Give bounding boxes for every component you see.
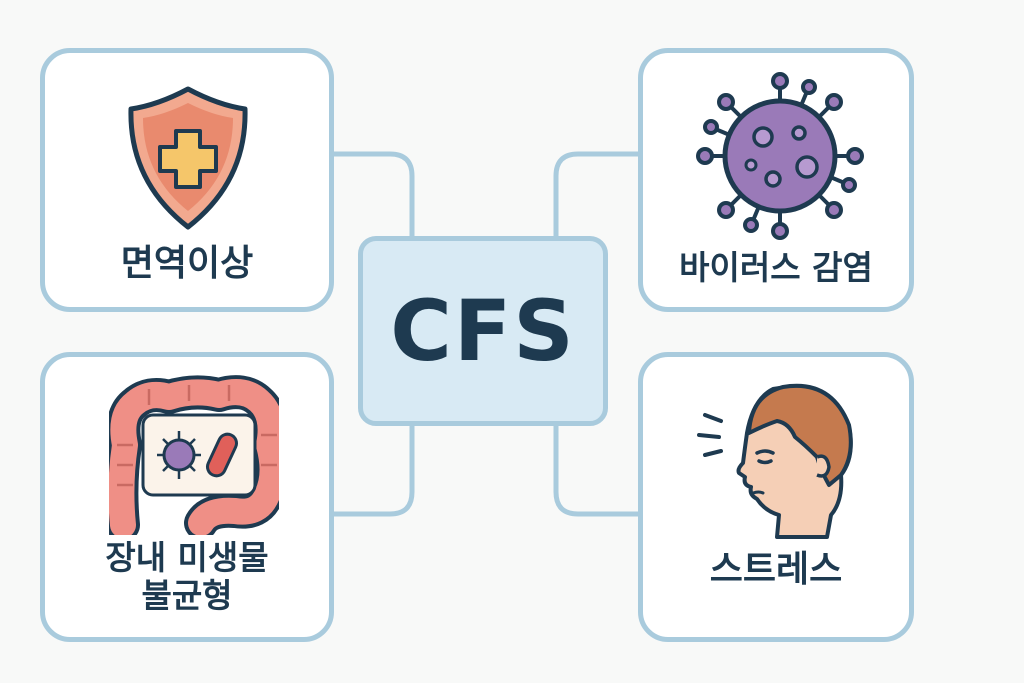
virus-icon	[696, 72, 864, 240]
factor-card-immune: 면역이상	[40, 48, 334, 312]
factor-card-virus: 바이러스 감염	[638, 48, 914, 312]
center-node: CFS	[358, 236, 608, 426]
factor-card-microbiome: 장내 미생물 불균형	[40, 352, 334, 642]
shield-cross-icon	[128, 86, 248, 230]
connector-virus	[553, 151, 641, 239]
stressed-head-icon	[697, 383, 853, 539]
connector-immune	[331, 151, 415, 239]
connector-stress	[553, 423, 641, 517]
factor-label-immune: 면역이상	[120, 243, 254, 284]
factor-label-virus: 바이러스 감염	[679, 248, 873, 287]
connector-microbiome	[331, 423, 415, 517]
factor-label-microbiome: 장내 미생물 불균형	[105, 538, 269, 615]
factor-card-stress: 스트레스	[638, 352, 914, 642]
intestine-icon	[109, 375, 279, 535]
factor-label-stress: 스트레스	[709, 549, 843, 590]
center-label: CFS	[390, 282, 576, 380]
